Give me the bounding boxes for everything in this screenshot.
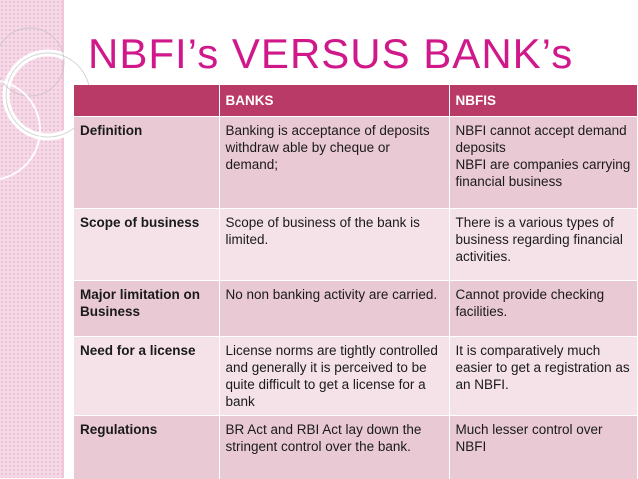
- row-label: Regulations: [74, 415, 220, 479]
- banks-cell: No non banking activity are carried.: [219, 280, 450, 337]
- banks-cell: BR Act and RBI Act lay down the stringen…: [219, 415, 450, 479]
- banks-cell: License norms are tightly controlled and…: [219, 336, 450, 416]
- nbfis-cell: It is comparatively much easier to get a…: [449, 336, 638, 416]
- table-row: Definition Banking is acceptance of depo…: [74, 116, 638, 209]
- table-row: Regulations BR Act and RBI Act lay down …: [74, 415, 638, 479]
- header-empty: [74, 85, 220, 117]
- slide-title: NBFI’s VERSUS BANK’s: [88, 30, 574, 77]
- nbfis-cell: There is a various types of business reg…: [449, 208, 638, 281]
- decorative-band-edge: [62, 0, 64, 478]
- table-header-row: BANKS NBFIS: [74, 85, 638, 117]
- row-label: Scope of business: [74, 208, 220, 281]
- header-nbfis: NBFIS: [449, 85, 638, 117]
- banks-cell: Scope of business of the bank is limited…: [219, 208, 450, 281]
- row-label: Definition: [74, 116, 220, 209]
- row-label: Need for a license: [74, 336, 220, 416]
- nbfis-cell: NBFI cannot accept demand deposits NBFI …: [449, 116, 638, 209]
- banks-cell: Banking is acceptance of deposits withdr…: [219, 116, 450, 209]
- table-row: Scope of business Scope of business of t…: [74, 208, 638, 281]
- nbfis-cell: Cannot provide checking facilities.: [449, 280, 638, 337]
- table-row: Need for a license License norms are tig…: [74, 336, 638, 416]
- table-row: Major limitation on Business No non bank…: [74, 280, 638, 337]
- row-label: Major limitation on Business: [74, 280, 220, 337]
- nbfis-cell: Much lesser control over NBFI: [449, 415, 638, 479]
- comparison-table: BANKS NBFIS Definition Banking is accept…: [74, 85, 638, 479]
- header-banks: BANKS: [219, 85, 450, 117]
